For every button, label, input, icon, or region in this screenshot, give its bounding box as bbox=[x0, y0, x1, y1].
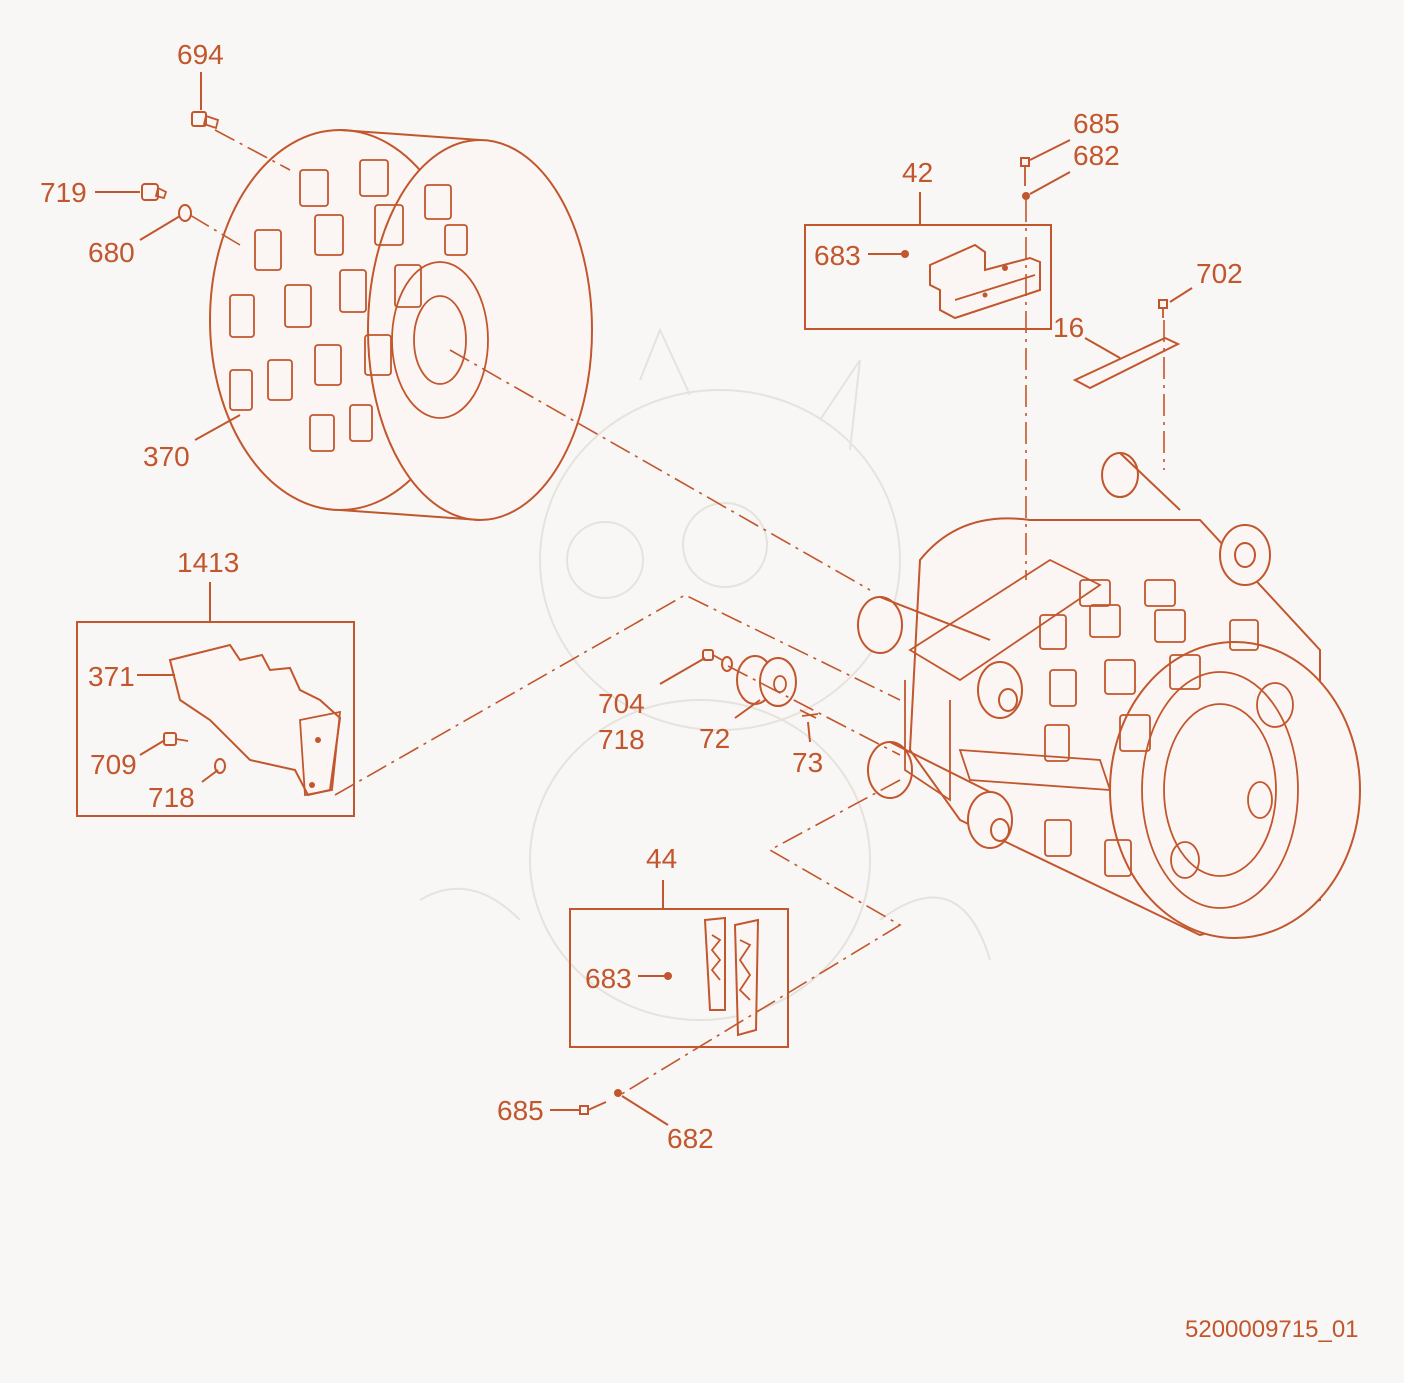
bolt-709 bbox=[163, 732, 189, 746]
document-number: 5200009715_01 bbox=[1185, 1316, 1359, 1343]
label-718-box: 718 bbox=[148, 782, 195, 813]
watermark-figure bbox=[419, 327, 991, 1021]
plate-16 bbox=[1072, 336, 1181, 390]
assembly-lines bbox=[189, 129, 1165, 1096]
washer-680 bbox=[178, 204, 192, 222]
bolt-694 bbox=[191, 111, 220, 130]
drum-370 bbox=[209, 129, 593, 521]
label-44: 44 bbox=[646, 843, 677, 874]
label-16: 16 bbox=[1053, 312, 1084, 343]
label-680: 680 bbox=[88, 237, 135, 268]
pin-683-bottom bbox=[664, 972, 672, 980]
label-694: 694 bbox=[177, 39, 224, 70]
washer-682-bottom bbox=[614, 1089, 622, 1097]
bracket-44 bbox=[703, 916, 760, 1037]
washer-718 bbox=[721, 656, 733, 672]
assembled-drum bbox=[857, 452, 1361, 939]
screw-685-top bbox=[1020, 157, 1030, 186]
label-371: 371 bbox=[88, 661, 135, 692]
label-702: 702 bbox=[1196, 258, 1243, 289]
roller-72 bbox=[736, 655, 797, 707]
group-box-44 bbox=[569, 908, 789, 1048]
label-1413: 1413 bbox=[177, 547, 239, 578]
bolt-719 bbox=[141, 183, 168, 201]
label-682-top: 682 bbox=[1073, 140, 1120, 171]
leader-lines bbox=[95, 72, 1193, 1126]
bracket-42 bbox=[929, 243, 1041, 320]
screw-702 bbox=[1158, 299, 1168, 318]
label-704: 704 bbox=[598, 688, 645, 719]
group-box-1413 bbox=[76, 621, 355, 817]
label-72: 72 bbox=[699, 723, 730, 754]
label-42: 42 bbox=[902, 157, 933, 188]
scraper-371 bbox=[168, 643, 342, 797]
bolt-704 bbox=[702, 649, 723, 661]
label-685-top: 685 bbox=[1073, 108, 1120, 139]
label-685-bottom: 685 bbox=[497, 1095, 544, 1126]
group-box-42 bbox=[804, 224, 1052, 330]
label-719: 719 bbox=[40, 177, 87, 208]
washer-682-top bbox=[1022, 192, 1030, 200]
screw-685-bottom bbox=[579, 1101, 607, 1115]
label-370: 370 bbox=[143, 441, 190, 472]
screw-73 bbox=[799, 709, 819, 719]
label-683-bottom: 683 bbox=[585, 963, 632, 994]
label-682-bottom: 682 bbox=[667, 1123, 714, 1154]
label-73: 73 bbox=[792, 747, 823, 778]
part-labels: 694 719 680 370 685 682 42 683 702 16 14… bbox=[40, 39, 1243, 1154]
label-683-top: 683 bbox=[814, 240, 861, 271]
label-709: 709 bbox=[90, 749, 137, 780]
pin-683-top bbox=[901, 250, 909, 258]
label-718: 718 bbox=[598, 724, 645, 755]
